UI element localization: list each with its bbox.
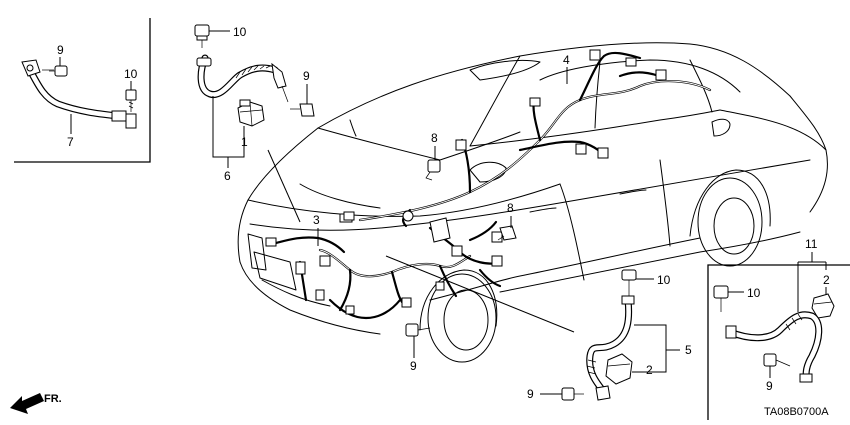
- callout-8: 8: [431, 131, 438, 145]
- callout-2: 2: [823, 273, 830, 287]
- callout-7: 7: [67, 135, 74, 149]
- sensor-8-upper: [425, 159, 441, 181]
- callout-9: 9: [766, 379, 773, 393]
- car-body: [237, 42, 828, 363]
- cable-11: [725, 311, 823, 383]
- bolt-9-top: [290, 103, 315, 117]
- callout-4: 4: [563, 53, 570, 67]
- callout-11: 11: [805, 237, 818, 251]
- top-group: 10 9 1 6: [194, 24, 315, 223]
- diagram-code: TA08B0700A: [764, 406, 829, 418]
- bolt-10-inset-right: [713, 285, 729, 312]
- callout-9: 9: [57, 43, 64, 57]
- callout-2: 2: [646, 363, 653, 377]
- ground-cable-7: [21, 59, 137, 129]
- leader-battery-cable: [385, 255, 575, 333]
- bolt-9-main: [405, 323, 431, 337]
- terminal-crimp: [111, 110, 127, 122]
- front-label: FR.: [44, 393, 62, 405]
- callout-8: 8: [507, 201, 514, 215]
- front-arrow-icon: [10, 393, 44, 414]
- battery-cable-top: [196, 54, 289, 103]
- inset-left-frame: [14, 18, 151, 163]
- sensor-8-lower: [497, 225, 517, 241]
- front-direction-indicator: FR.: [10, 393, 62, 414]
- bolt-10-battery: [621, 269, 637, 296]
- callout-9: 9: [527, 387, 534, 401]
- bolt-10-inset-left: [125, 89, 137, 112]
- callout-10: 10: [657, 273, 671, 287]
- cabin-harness-4: [343, 49, 712, 228]
- inset-left: 9 10 7: [14, 18, 151, 163]
- callout-9: 9: [303, 69, 310, 83]
- engine-harness-3: [265, 213, 503, 320]
- callout-3: 3: [313, 213, 320, 227]
- callout-10: 10: [124, 67, 138, 81]
- callout-1: 1: [241, 135, 248, 149]
- bolt-9-battery: [561, 387, 584, 401]
- inset-right-frame: [707, 264, 850, 420]
- callout-9: 9: [410, 359, 417, 373]
- bolt-9-inset-left: [42, 65, 68, 77]
- bolt-9-inset-right: [763, 353, 791, 367]
- inset-right: 11 2 10 9: [707, 237, 850, 420]
- battery-cable-5: 10 9 5 2: [527, 269, 692, 401]
- callout-10: 10: [233, 25, 247, 39]
- callout-5: 5: [685, 343, 692, 357]
- bolt-10-top: [194, 24, 210, 48]
- terminal-2-inset: [811, 293, 835, 319]
- terminal-1: [237, 99, 265, 127]
- callout-6: 6: [224, 169, 231, 183]
- callout-10: 10: [747, 286, 761, 300]
